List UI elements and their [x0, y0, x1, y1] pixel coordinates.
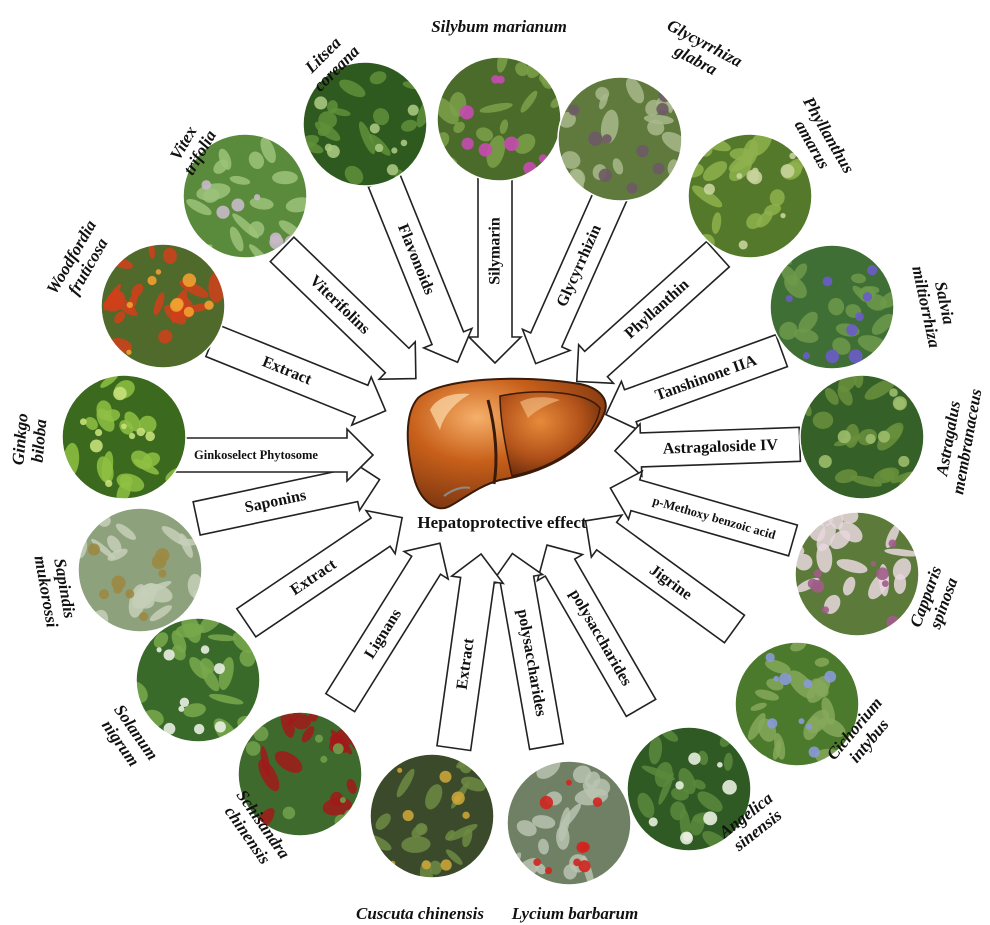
plant-name-label: Lycium barbarum	[511, 904, 638, 923]
plant-photo	[683, 125, 812, 258]
plant-photo	[555, 73, 693, 201]
compound-arrow: Extract	[428, 550, 507, 751]
plant-photo	[502, 753, 631, 890]
plant-photo	[799, 367, 924, 505]
plant-photo	[770, 237, 902, 369]
compound-arrow: Silymarin	[469, 165, 521, 363]
compound-label: polysaccharides	[566, 587, 635, 689]
compound-label: Silymarin	[487, 217, 504, 285]
plant-photo	[429, 46, 571, 181]
plant-photo	[785, 494, 920, 636]
plant-name-label: biloba	[28, 418, 51, 463]
plant-name-label: Silybum marianum	[431, 17, 567, 36]
compound-arrow: Astragaloside IV	[614, 418, 801, 476]
liver-icon	[408, 379, 606, 509]
hepatoprotective-effect-label: Hepatoprotective effect	[417, 513, 586, 532]
plant-photo	[362, 740, 502, 895]
plant-photo	[52, 370, 190, 505]
compound-label: Ginkoselect Phytosome	[194, 448, 318, 462]
plant-photo	[101, 244, 225, 368]
plant-name-label: Cuscuta chinensis	[356, 904, 484, 923]
